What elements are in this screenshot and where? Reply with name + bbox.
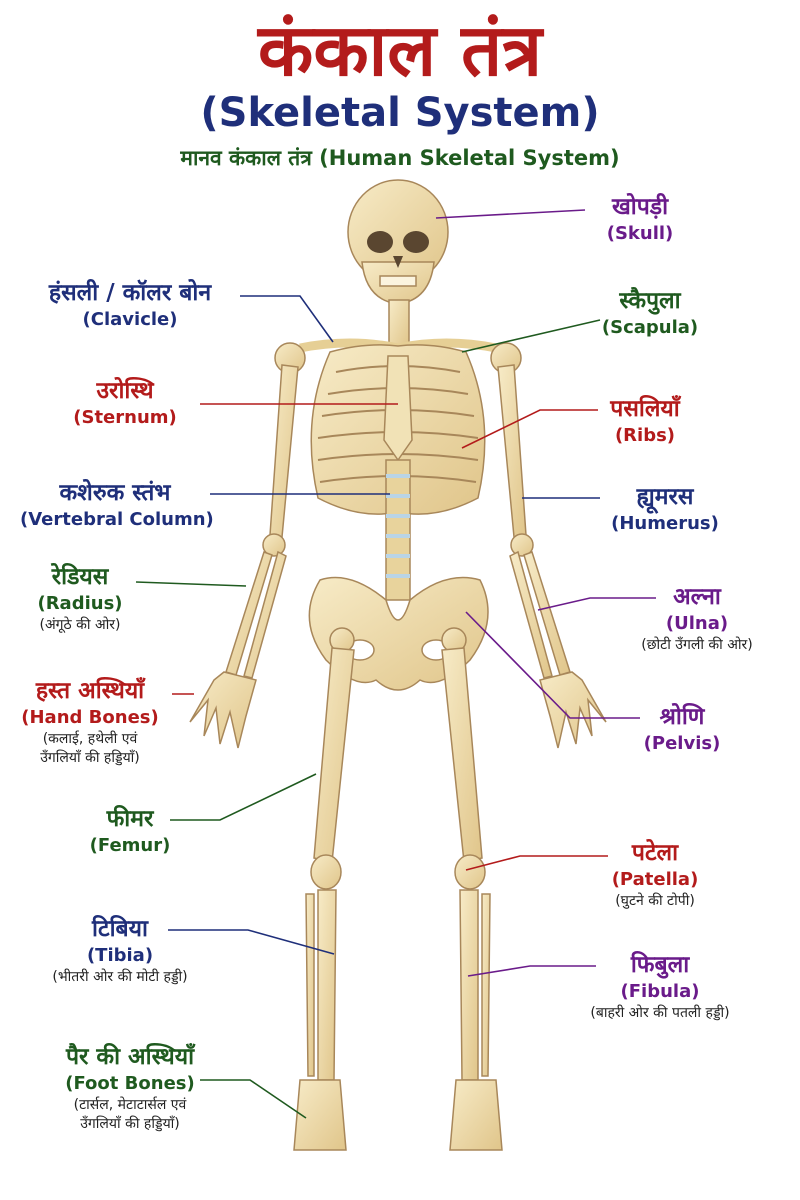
eye-socket-left bbox=[367, 231, 393, 253]
label-sternum: उरोस्थि (Sternum) bbox=[50, 376, 200, 430]
label-ulna-english: (Ulna) bbox=[665, 613, 729, 634]
label-foot-english: (Foot Bones) bbox=[65, 1073, 195, 1094]
tibia-right bbox=[459, 889, 479, 1081]
label-skull: खोपड़ी (Skull) bbox=[560, 192, 720, 246]
label-foot-note-1: (टार्सल, मेटाटार्सल एवं bbox=[73, 1097, 187, 1113]
fibula-left bbox=[305, 893, 315, 1077]
label-skull-english: (Skull) bbox=[606, 223, 674, 244]
sternum bbox=[383, 355, 413, 462]
label-foot-hindi: पैर की अस्थियाँ bbox=[65, 1044, 195, 1070]
nasal-cavity bbox=[393, 256, 403, 268]
label-foot-note-2: उँगलियाँ की हड्डियाँ) bbox=[80, 1116, 180, 1132]
page-title: कंकाल तंत्र bbox=[258, 8, 542, 92]
fibula-right bbox=[481, 893, 491, 1077]
leader-foot bbox=[200, 1079, 307, 1119]
foot-right bbox=[449, 1079, 503, 1151]
patella-right bbox=[454, 854, 486, 890]
ulna-left bbox=[243, 550, 287, 679]
label-patella-note: (घुटने की टोपी) bbox=[615, 893, 695, 909]
ulna-right bbox=[509, 550, 553, 679]
label-scapula-hindi: स्कैपुला bbox=[619, 288, 681, 314]
label-patella-hindi: पटेला bbox=[631, 840, 679, 866]
leader-fibula bbox=[467, 965, 596, 977]
label-ulna: अल्ना (Ulna) (छोटी उँगली की ओर) bbox=[612, 582, 782, 655]
label-pelvis: श्रोणि (Pelvis) bbox=[622, 702, 742, 756]
teeth bbox=[379, 275, 417, 287]
label-foot: पैर की अस्थियाँ (Foot Bones) (टार्सल, मे… bbox=[20, 1042, 240, 1134]
hand-right bbox=[539, 671, 607, 749]
label-hand: हस्त अस्थियाँ (Hand Bones) (कलाई, हथेली … bbox=[10, 676, 170, 768]
label-ribs-hindi: पसलियाँ bbox=[610, 396, 680, 422]
label-humerus-english: (Humerus) bbox=[611, 513, 719, 534]
humerus-left bbox=[269, 364, 299, 538]
label-pelvis-english: (Pelvis) bbox=[643, 733, 721, 754]
hand-left bbox=[189, 671, 257, 749]
leader-pelvis bbox=[465, 611, 640, 719]
label-ribs-english: (Ribs) bbox=[614, 425, 676, 446]
label-humerus-hindi: ह्यूमरस bbox=[636, 484, 694, 510]
cervical-spine bbox=[388, 299, 410, 347]
label-hand-english: (Hand Bones) bbox=[21, 707, 159, 728]
label-vertebral-english: (Vertebral Column) bbox=[20, 509, 214, 530]
label-radius-note: (अंगूठे की ओर) bbox=[39, 617, 121, 633]
label-patella: पटेला (Patella) (घुटने की टोपी) bbox=[585, 838, 725, 911]
label-sternum-hindi: उरोस्थि bbox=[96, 378, 154, 404]
label-pelvis-hindi: श्रोणि bbox=[659, 704, 705, 730]
label-humerus: ह्यूमरस (Humerus) bbox=[590, 482, 740, 536]
label-scapula-english: (Scapula) bbox=[601, 317, 699, 338]
label-tibia-hindi: टिबिया bbox=[92, 916, 148, 942]
leader-femur bbox=[170, 773, 317, 821]
label-ulna-note: (छोटी उँगली की ओर) bbox=[641, 637, 753, 653]
page-subtitle-english: (Skeletal System) bbox=[200, 90, 600, 136]
label-fibula: फिबुला (Fibula) (बाहरी ओर की पतली हड्डी) bbox=[560, 950, 760, 1023]
label-fibula-note: (बाहरी ओर की पतली हड्डी) bbox=[590, 1005, 730, 1021]
label-vertebral-hindi: कशेरुक स्तंभ bbox=[59, 480, 171, 506]
leader-clavicle bbox=[240, 295, 334, 343]
label-fibula-english: (Fibula) bbox=[620, 981, 700, 1002]
label-fibula-hindi: फिबुला bbox=[630, 952, 690, 978]
label-radius: रेडियस (Radius) (अंगूठे की ओर) bbox=[20, 562, 140, 635]
tibia-left bbox=[317, 889, 337, 1081]
elbow-right bbox=[510, 533, 534, 557]
label-clavicle: हंसली / कॉलर बोन (Clavicle) bbox=[20, 278, 240, 332]
leader-scapula bbox=[461, 319, 601, 353]
label-tibia: टिबिया (Tibia) (भीतरी ओर की मोटी हड्डी) bbox=[20, 914, 220, 987]
label-scapula: स्कैपुला (Scapula) bbox=[580, 286, 720, 340]
label-clavicle-english: (Clavicle) bbox=[82, 309, 178, 330]
label-ribs: पसलियाँ (Ribs) bbox=[580, 394, 710, 448]
label-radius-english: (Radius) bbox=[37, 593, 123, 614]
label-radius-hindi: रेडियस bbox=[51, 564, 109, 590]
leader-tibia bbox=[168, 929, 335, 955]
patella-left bbox=[310, 854, 342, 890]
label-hand-hindi: हस्त अस्थियाँ bbox=[35, 678, 145, 704]
leader-ribs bbox=[461, 409, 598, 449]
label-ulna-hindi: अल्ना bbox=[673, 584, 721, 610]
elbow-left bbox=[262, 533, 286, 557]
label-hand-note-2: उँगलियाँ की हड्डियाँ) bbox=[40, 750, 140, 766]
leader-patella bbox=[465, 855, 608, 871]
label-vertebral: कशेरुक स्तंभ (Vertebral Column) bbox=[20, 478, 214, 532]
label-hand-note-1: (कलाई, हथेली एवं bbox=[42, 731, 138, 747]
femur-left bbox=[313, 647, 355, 863]
label-sternum-english: (Sternum) bbox=[73, 407, 177, 428]
page-subtitle-bilingual: मानव कंकाल तंत्र (Human Skeletal System) bbox=[180, 146, 620, 170]
label-patella-english: (Patella) bbox=[611, 869, 699, 890]
leader-ulna bbox=[537, 597, 656, 611]
leader-skull bbox=[435, 209, 586, 219]
humerus-right bbox=[497, 364, 527, 538]
femur-right bbox=[441, 647, 483, 863]
label-clavicle-hindi: हंसली / कॉलर बोन bbox=[48, 280, 212, 306]
label-tibia-note: (भीतरी ओर की मोटी हड्डी) bbox=[52, 969, 188, 985]
leader-radius bbox=[135, 581, 247, 587]
foot-left bbox=[293, 1079, 347, 1151]
label-femur: फीमर (Femur) bbox=[70, 804, 190, 858]
lumbar-spine bbox=[385, 459, 411, 601]
label-femur-hindi: फीमर bbox=[106, 806, 154, 832]
label-femur-english: (Femur) bbox=[89, 835, 171, 856]
eye-socket-right bbox=[403, 231, 429, 253]
label-skull-hindi: खोपड़ी bbox=[611, 194, 669, 220]
label-tibia-english: (Tibia) bbox=[86, 945, 154, 966]
